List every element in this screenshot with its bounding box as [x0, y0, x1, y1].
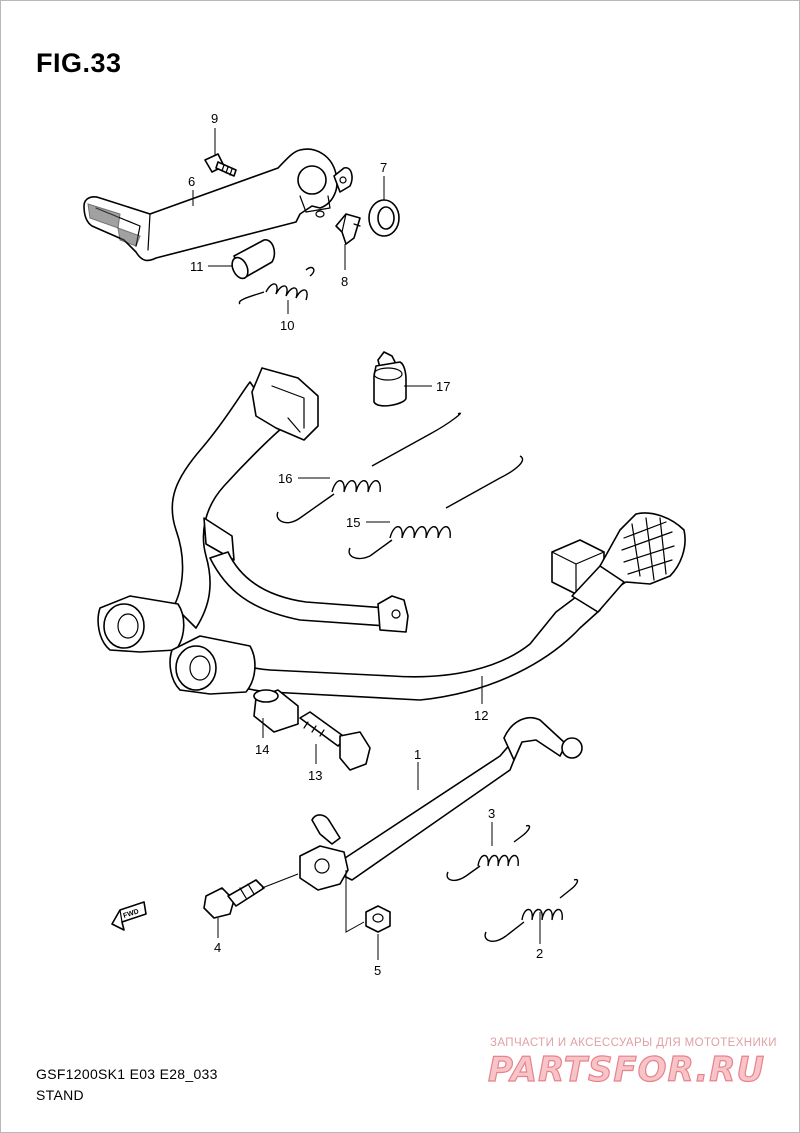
figure-title: FIG.33 [36, 48, 122, 78]
callout-2: 2 [536, 946, 543, 961]
callout-6: 6 [188, 174, 195, 189]
part-17-stopper [373, 351, 407, 407]
callout-5: 5 [374, 963, 381, 978]
part-2-spring [484, 878, 579, 942]
watermark-logo: PARTSFOR.RU [487, 1049, 766, 1090]
callout-9: 9 [211, 111, 218, 126]
callout-7: 7 [380, 160, 387, 175]
part-8-clip [335, 213, 361, 245]
callout-12: 12 [474, 708, 488, 723]
callout-17: 17 [436, 379, 450, 394]
leader-lines [192, 128, 541, 960]
part-14-collar [253, 689, 299, 733]
callout-10: 10 [280, 318, 294, 333]
part-1-side-stand [299, 716, 583, 891]
part-3-spring [446, 824, 531, 882]
section-name: STAND [36, 1087, 84, 1103]
part-11-bushing [231, 239, 276, 280]
part-4-bolt [203, 879, 265, 919]
callout-3: 3 [488, 806, 495, 821]
callout-8: 8 [341, 274, 348, 289]
part-10-spring [238, 266, 315, 305]
part-9-bolt [204, 153, 237, 177]
part-7-washer [368, 199, 400, 237]
callout-1: 1 [414, 747, 421, 762]
forward-label: FWD [122, 908, 139, 920]
watermark-caption: ЗАПЧАСТИ И АКСЕССУАРЫ ДЛЯ МОТОТЕХНИКИ [490, 1037, 777, 1049]
part-15-spring [348, 455, 524, 560]
callout-14: 14 [255, 742, 269, 757]
callout-13: 13 [308, 768, 322, 783]
part-5-nut [365, 905, 391, 933]
part-16-spring [276, 412, 461, 524]
part-13-bolt [299, 711, 371, 771]
model-code: GSF1200SK1 E03 E28_033 [36, 1066, 218, 1082]
callout-4: 4 [214, 940, 221, 955]
callout-11: 11 [190, 259, 204, 274]
callout-labels: 9 6 7 8 11 10 17 16 15 12 14 13 1 3 2 4 … [188, 111, 543, 978]
forward-arrow-icon: FWD [111, 901, 147, 931]
part-12-center-stand [97, 367, 686, 701]
callout-15: 15 [346, 515, 360, 530]
callout-16: 16 [278, 471, 292, 486]
